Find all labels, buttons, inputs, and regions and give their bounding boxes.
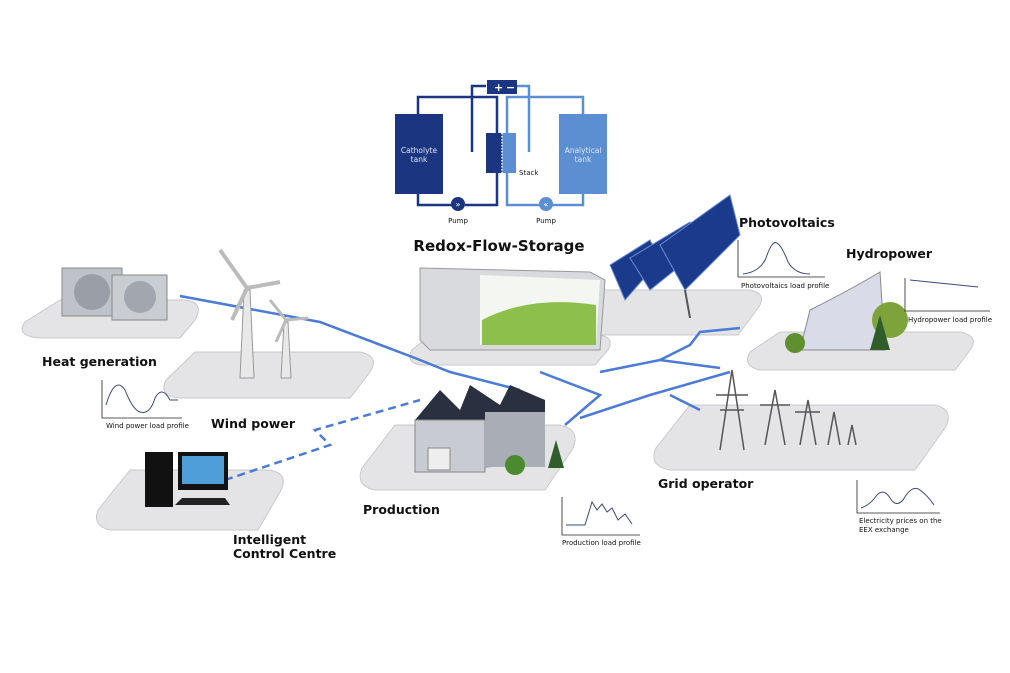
svg-text:»: » [456, 200, 461, 209]
hydro-load-profile: Hydropower load profile [904, 278, 992, 324]
catholyte-label-2: tank [411, 155, 428, 164]
analytical-tank [559, 114, 607, 194]
solar-panels [609, 194, 741, 319]
production-profile-label: Production load profile [562, 539, 641, 547]
grid-operator-label: Grid operator [658, 476, 754, 491]
control-centre-label: Intelligent [233, 532, 306, 547]
production-factory [414, 385, 564, 475]
catholyte-tank [395, 114, 443, 194]
plus-terminal: + [494, 81, 503, 94]
heat-pump-units [61, 267, 168, 321]
pv-load-profile: Photovoltaics load profile [737, 240, 829, 290]
stack-label: Stack [519, 169, 539, 177]
power-pylons [716, 369, 857, 451]
production-label: Production [363, 502, 440, 517]
eex-profile-label: Electricity prices on the [859, 517, 942, 525]
control-computer [145, 452, 230, 507]
pump-right-label: Pump [536, 217, 556, 225]
energy-flow-lines [179, 294, 741, 482]
redox-schematic: + − Catholyte tank Analytical tank Stack… [395, 80, 607, 255]
analytical-label-2: tank [575, 155, 592, 164]
photovoltaics-label: Photovoltaics [739, 215, 835, 230]
pv-profile-label: Photovoltaics load profile [741, 282, 829, 290]
production-load-profile: Production load profile [561, 497, 641, 547]
battery-terminals [487, 80, 517, 94]
stack-right [502, 133, 516, 173]
pump-left-label: Pump [448, 217, 468, 225]
hydropower-dam [785, 271, 908, 353]
stack-left [486, 133, 502, 173]
catholyte-label: Catholyte [401, 146, 438, 155]
hydro-profile-label: Hydropower load profile [908, 316, 992, 324]
control-centre-label-2: Control Centre [233, 546, 336, 561]
minus-terminal: − [506, 81, 515, 94]
wind-load-profile: Wind power load profile [101, 380, 189, 430]
redox-title: Redox-Flow-Storage [413, 237, 584, 255]
redox-container [419, 267, 606, 351]
wind-platform [163, 351, 374, 399]
wind-profile-label: Wind power load profile [106, 422, 189, 430]
pump-left-icon [451, 197, 465, 211]
wind-turbines [218, 248, 309, 379]
pump-right-icon [539, 197, 553, 211]
analytical-label: Analytical [565, 146, 602, 155]
hydropower-label: Hydropower [846, 246, 933, 261]
wind-power-label: Wind power [211, 416, 296, 431]
svg-text:«: « [544, 200, 549, 209]
eex-price-profile: Electricity prices on the EEX exchange [856, 480, 942, 534]
eex-profile-label-2: EEX exchange [859, 526, 909, 534]
heat-generation-label: Heat generation [42, 354, 157, 369]
